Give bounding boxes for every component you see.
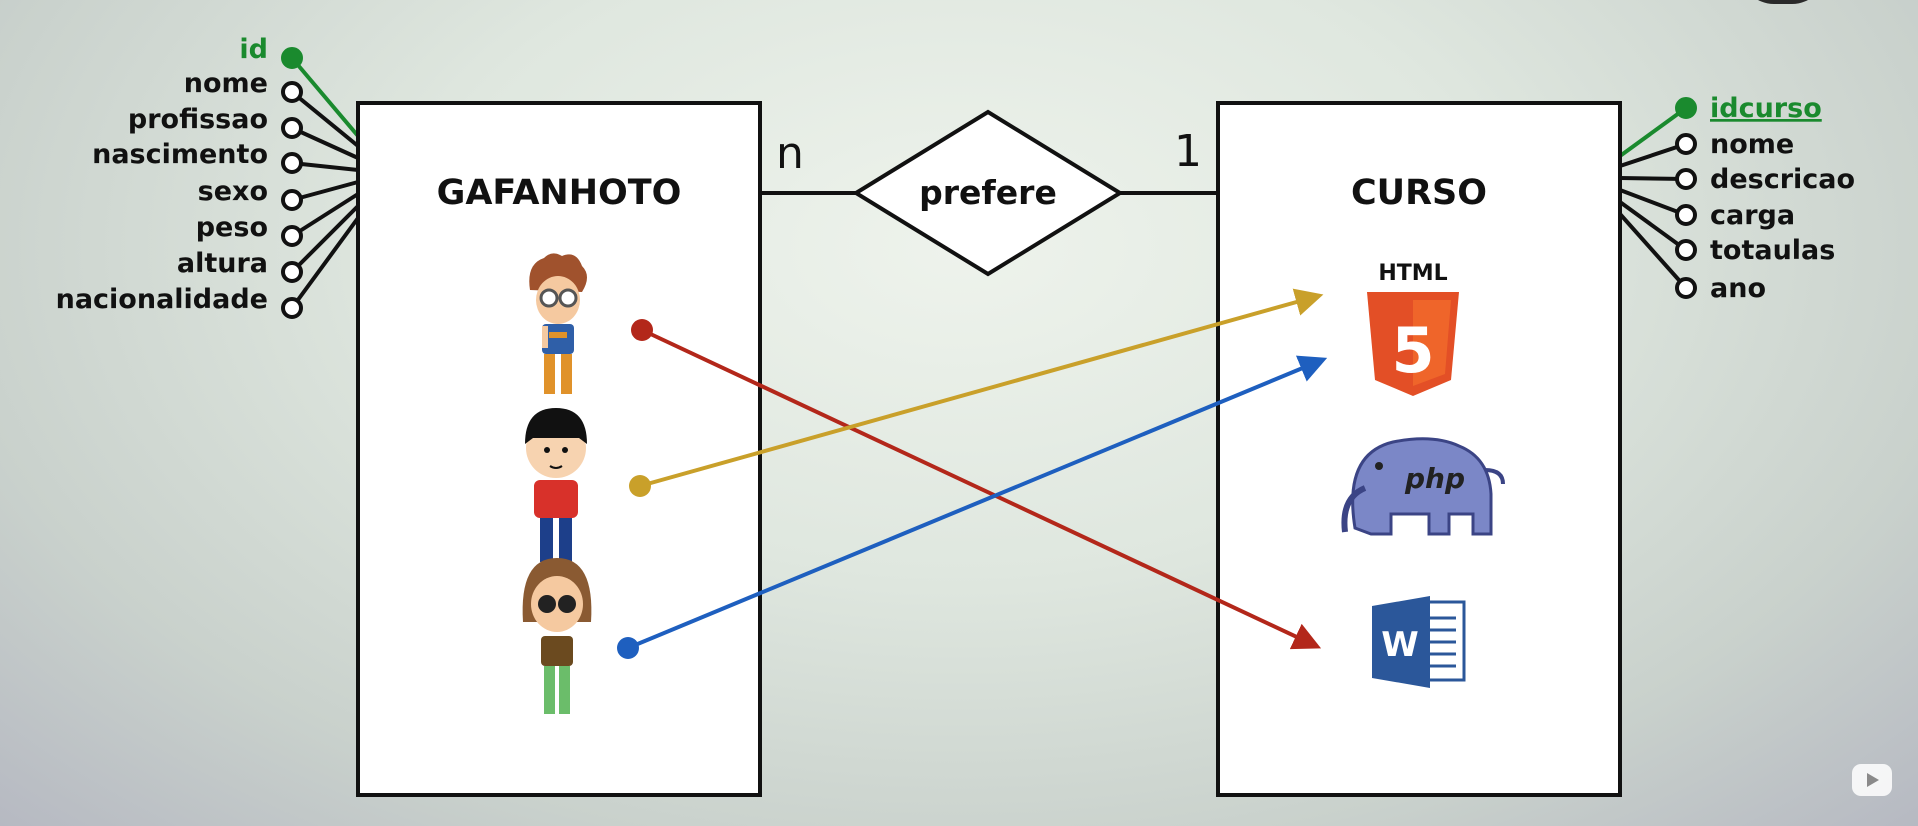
attribute-label-totaulas: totaulas bbox=[1710, 235, 1835, 266]
curso-attributes: idcurso nome descricao carga totaulas ano bbox=[1618, 93, 1855, 304]
attribute-label-altura: altura bbox=[177, 248, 268, 279]
attribute-label-carga: carga bbox=[1710, 200, 1795, 231]
attribute-label-descricao: descricao bbox=[1710, 164, 1855, 195]
link-start-dot-blue bbox=[617, 637, 639, 659]
entity-curso-title: CURSO bbox=[1351, 173, 1487, 213]
attribute-connector bbox=[290, 90, 360, 148]
attribute-marker bbox=[1675, 239, 1697, 261]
attribute-marker bbox=[1675, 133, 1697, 155]
attribute-marker bbox=[281, 117, 303, 139]
link-girl-to-php bbox=[627, 355, 1328, 650]
attribute-label-id: id bbox=[239, 34, 268, 65]
attribute-connector bbox=[290, 192, 360, 238]
attribute-label-sexo: sexo bbox=[198, 176, 268, 207]
php-elephant-icon: php bbox=[1341, 437, 1505, 536]
entity-gafanhoto-title: GAFANHOTO bbox=[437, 173, 682, 213]
attribute-label-nascimento: nascimento bbox=[92, 139, 268, 170]
attribute-connector bbox=[290, 56, 360, 138]
attribute-marker bbox=[1675, 277, 1697, 299]
attribute-connector bbox=[1619, 142, 1687, 168]
attribute-connector bbox=[291, 161, 359, 172]
attribute-connector bbox=[1618, 106, 1688, 158]
svg-text:W: W bbox=[1381, 625, 1419, 665]
word-document-icon: W bbox=[1372, 596, 1466, 688]
attribute-connector bbox=[1619, 176, 1687, 181]
attribute-marker bbox=[281, 152, 303, 174]
attribute-connector bbox=[291, 126, 359, 160]
attribute-label-peso: peso bbox=[196, 212, 268, 243]
attribute-marker bbox=[1675, 204, 1697, 226]
attribute-marker bbox=[281, 81, 303, 103]
key-attribute-marker bbox=[281, 47, 303, 69]
attribute-marker bbox=[281, 225, 303, 247]
svg-text:HTML: HTML bbox=[1378, 261, 1447, 286]
attribute-marker bbox=[281, 261, 303, 283]
cardinality-1: 1 bbox=[1174, 126, 1202, 177]
video-player-icon[interactable] bbox=[1852, 764, 1892, 796]
attribute-marker bbox=[1675, 168, 1697, 190]
attribute-label-idcurso: idcurso bbox=[1710, 93, 1822, 124]
attribute-connector bbox=[290, 216, 360, 310]
key-attribute-marker bbox=[1675, 97, 1697, 119]
corner-overlay bbox=[1740, 0, 1826, 4]
relationship-diamond bbox=[852, 109, 1124, 277]
girl-brown-hair-icon bbox=[522, 558, 592, 714]
attribute-connector bbox=[290, 204, 360, 274]
link-start-dot-gold bbox=[629, 475, 651, 497]
link-glasses-boy-to-word bbox=[641, 328, 1322, 650]
link-red-shirt-boy-to-html5 bbox=[639, 288, 1324, 488]
attribute-marker bbox=[281, 189, 303, 211]
cardinality-n: n bbox=[776, 128, 804, 179]
svg-text:5: 5 bbox=[1391, 314, 1434, 387]
attribute-connector bbox=[1618, 200, 1688, 252]
attribute-label-profissao: profissao bbox=[128, 104, 268, 135]
attribute-label-nacionalidade: nacionalidade bbox=[56, 284, 268, 315]
relationship-label: prefere bbox=[919, 173, 1057, 212]
attribute-connector bbox=[1618, 212, 1688, 290]
link-start-dot-red bbox=[631, 319, 653, 341]
svg-text:php: php bbox=[1404, 462, 1465, 495]
attribute-label-ano: ano bbox=[1710, 273, 1766, 304]
boy-with-glasses-icon bbox=[529, 253, 587, 394]
attribute-label-nome: nome bbox=[1710, 129, 1794, 160]
attribute-connector bbox=[1619, 188, 1687, 217]
attribute-label-nome: nome bbox=[184, 68, 268, 99]
boy-red-shirt-icon bbox=[525, 408, 587, 562]
attribute-connector bbox=[291, 180, 359, 202]
html5-logo-icon: HTML 5 bbox=[1367, 261, 1459, 396]
attribute-marker bbox=[281, 297, 303, 319]
